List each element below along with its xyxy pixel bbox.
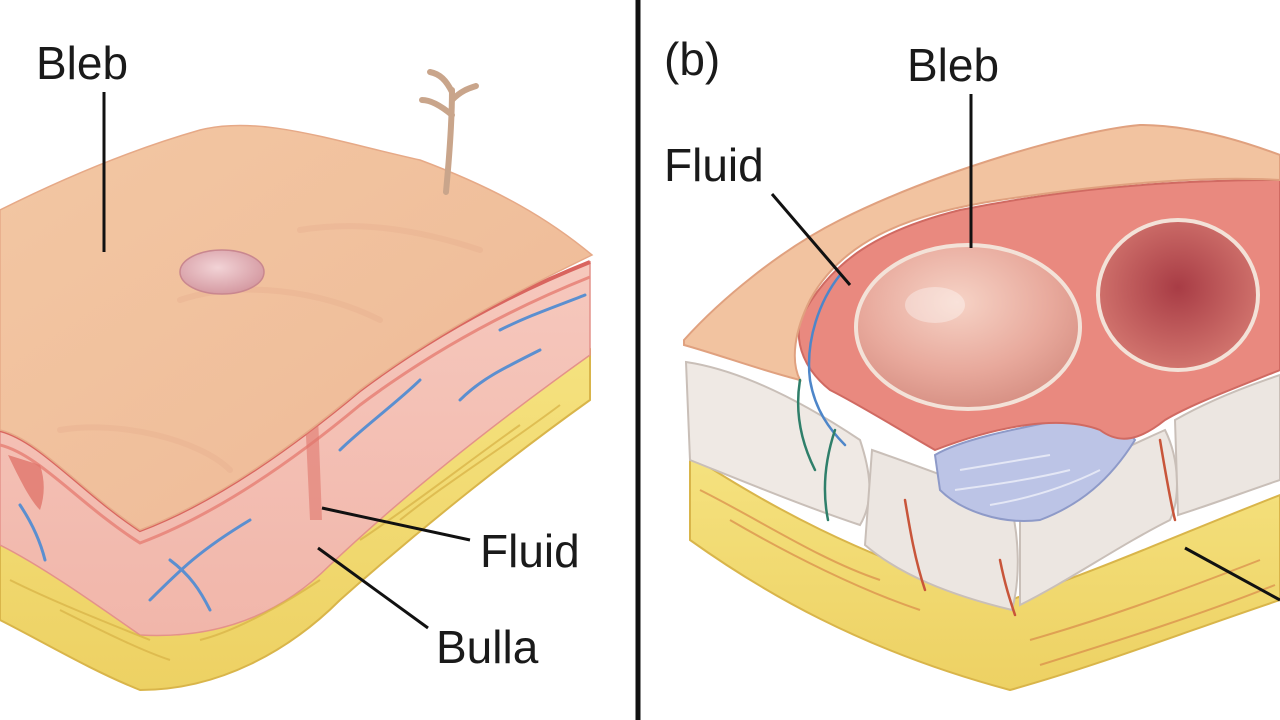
panel-b-blood-vessels xyxy=(796,273,1177,617)
panel-b-cavity xyxy=(1096,218,1260,372)
panel-b-fluid-label: Fluid xyxy=(664,139,764,191)
panel-b-bleb-dome xyxy=(854,243,1082,411)
panel-b-white-tissue-far-right xyxy=(1173,373,1280,517)
panel-b-bleb-label: Bleb xyxy=(907,39,1000,91)
panel-a-follicle xyxy=(8,455,44,510)
panel-a-bulla-leader xyxy=(317,546,429,630)
panel-a-surface-shading xyxy=(57,223,483,473)
panel-b-bleb-highlight xyxy=(905,287,965,323)
panel-a-follicle-2 xyxy=(305,415,322,520)
panel-a-skin-block xyxy=(0,69,594,692)
panel-b-skin-block xyxy=(683,123,1280,692)
panel-a-papule xyxy=(179,249,265,295)
panel-b-letter-label: (b) xyxy=(664,33,721,85)
panel-a-fat-texture xyxy=(9,404,561,661)
panel-a-skin-surface xyxy=(0,124,594,531)
panel-b-fat-texture xyxy=(699,489,1276,666)
panel-a-fluid-leader xyxy=(321,506,471,542)
panel-a-epidermis-edge-inner xyxy=(0,275,591,545)
panel-a-fluid-label: Fluid xyxy=(480,525,580,577)
panel-b-skin-surface xyxy=(683,123,1280,382)
panel-a-blood-vessels xyxy=(18,293,587,612)
panel-a-hair xyxy=(419,69,479,195)
panel-a-bulla-label: Bulla xyxy=(436,621,539,673)
panel-a-bleb-label: Bleb xyxy=(36,37,129,89)
panel-b-fluid-leader xyxy=(770,193,852,286)
panel-b-fluid-pocket xyxy=(933,417,1137,522)
panel-b-fluid-texture xyxy=(954,454,1101,506)
panel-b-bulla-leader xyxy=(1184,546,1280,602)
